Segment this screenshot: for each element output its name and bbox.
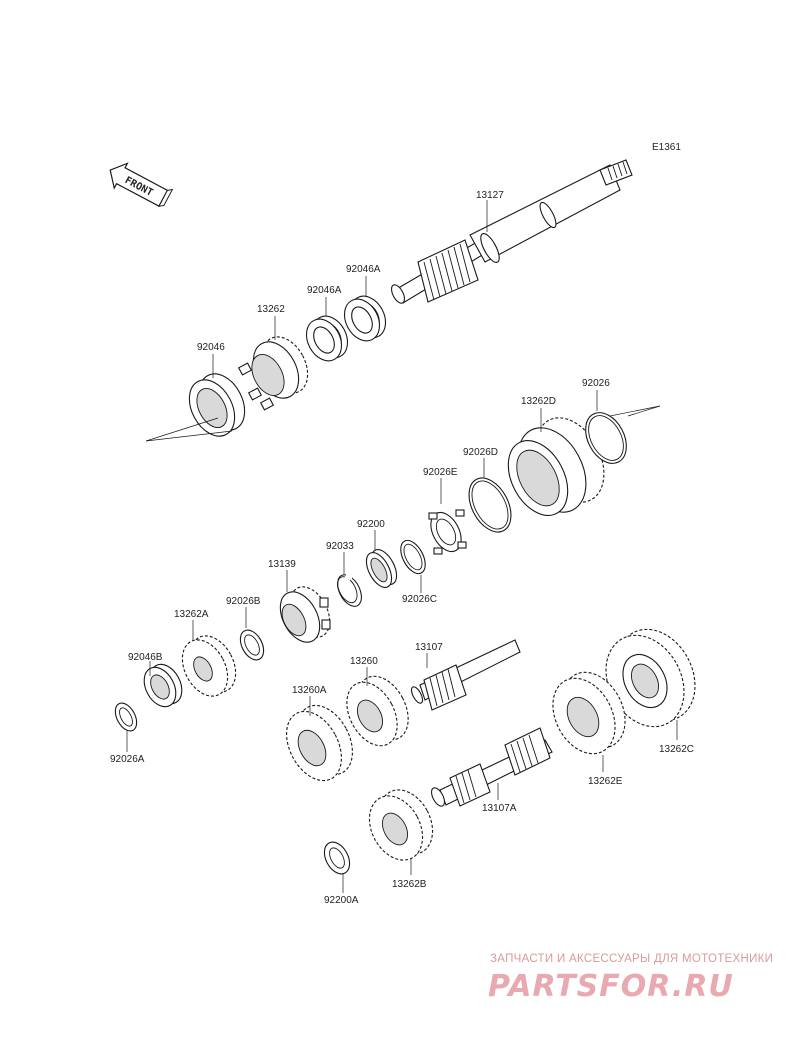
washer-92026A: [114, 702, 138, 732]
needle-bearing-92046A-upper: [343, 295, 387, 342]
bearing-92046: [188, 373, 246, 437]
label-92046: 92046: [197, 342, 225, 353]
label-13107: 13107: [415, 642, 443, 653]
label-13262E: 13262E: [588, 776, 623, 787]
label-92200A: 92200A: [324, 895, 359, 906]
circlip-92026: [585, 412, 627, 464]
label-92026: 92026: [582, 378, 610, 389]
gear-13262D: [507, 417, 605, 516]
main-shaft-13127: [391, 159, 633, 304]
label-13260A: 13260A: [292, 685, 327, 696]
label-13260: 13260: [350, 656, 378, 667]
label-92046A-upper: 92046A: [346, 264, 381, 275]
washer-92200A: [323, 841, 351, 875]
needle-bearing-92046A-lower: [305, 315, 349, 362]
circlip-92033: [337, 574, 362, 607]
label-13262B: 13262B: [392, 879, 427, 890]
label-13262: 13262: [257, 304, 285, 315]
label-92046B: 92046B: [128, 652, 163, 663]
label-13107A: 13107A: [482, 803, 517, 814]
label-92026A: 92026A: [110, 754, 145, 765]
label-92026B: 92026B: [226, 596, 261, 607]
label-92033: 92033: [326, 541, 354, 552]
toothed-washer-92026E: [428, 509, 467, 555]
gear-13262A: [181, 635, 237, 697]
label-92200: 92200: [357, 519, 385, 530]
needle-bearing-92046B: [143, 663, 183, 708]
gear-13262E: [552, 671, 626, 755]
label-92046A-lower: 92046A: [307, 285, 342, 296]
label-13127: 13127: [476, 190, 504, 201]
gear-13139: [279, 586, 331, 643]
washer-92026C: [400, 539, 426, 575]
watermark-tagline: ЗАПЧАСТИ И АКСЕССУАРЫ ДЛЯ МОТОТЕХНИКИ: [490, 953, 773, 965]
gear-13260: [346, 675, 409, 747]
front-arrow-icon: FRONT: [109, 162, 174, 208]
label-92026D: 92026D: [463, 447, 498, 458]
label-13262A: 13262A: [174, 609, 209, 620]
label-92026E: 92026E: [423, 467, 458, 478]
gear-13262B: [368, 789, 434, 861]
shaft-13107A: [431, 727, 553, 807]
label-13262C: 13262C: [659, 744, 694, 755]
label-13262D: 13262D: [521, 396, 556, 407]
bushing-92200: [365, 549, 398, 588]
watermark-logo: PARTSFOR.RU: [488, 969, 734, 1004]
gear-13262C: [605, 628, 696, 728]
washer-92026D: [468, 477, 512, 533]
output-shaft-13107: [410, 639, 521, 711]
gear-13260A: [286, 704, 353, 782]
diagram-code: E1361: [652, 142, 681, 153]
gear-13262: [237, 336, 309, 411]
washer-92026B: [239, 629, 265, 661]
label-13139: 13139: [268, 559, 296, 570]
label-92026C: 92026C: [402, 594, 437, 605]
